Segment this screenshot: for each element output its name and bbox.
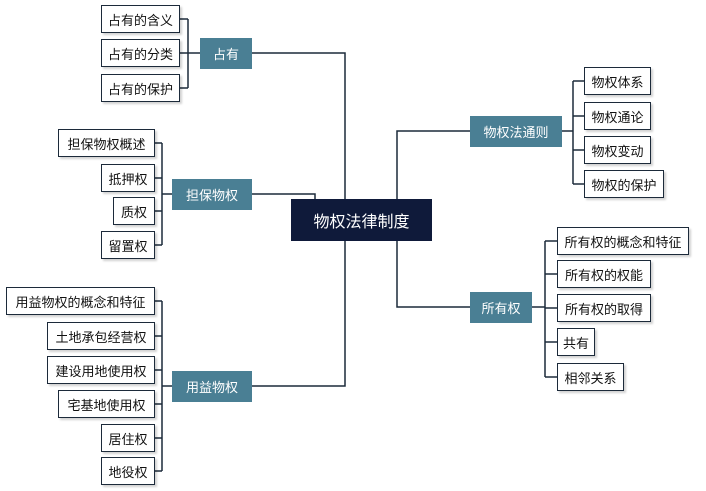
branch-yongyi-wuquan: 用益物权: [172, 371, 252, 402]
leaf-wuquan-tixi: 物权体系: [584, 67, 651, 95]
leaf-suoyou-gainian: 所有权的概念和特征: [557, 227, 689, 255]
leaf-zhiquan: 质权: [113, 197, 155, 225]
leaf-diyiquan: 地役权: [101, 457, 155, 485]
root-node: 物权法律制度: [291, 199, 432, 241]
leaf-wuquan-biandong: 物权变动: [584, 136, 651, 164]
leaf-wuquan-tonglun: 物权通论: [584, 102, 651, 130]
leaf-juzhuquan: 居住权: [101, 424, 155, 452]
leaf-suoyou-qude: 所有权的取得: [557, 294, 651, 322]
leaf-yongyi-gainian: 用益物权的概念和特征: [6, 287, 155, 315]
leaf-suoyou-quanneng: 所有权的权能: [557, 260, 651, 288]
branch-danbao-wuquan: 担保物权: [172, 179, 252, 210]
leaf-zhanyou-fenlei: 占有的分类: [101, 39, 180, 67]
leaf-diyaquan: 抵押权: [101, 164, 155, 192]
leaf-zhaijidi: 宅基地使用权: [58, 390, 155, 418]
leaf-xianglin-guanxi: 相邻关系: [557, 363, 624, 391]
leaf-liuzhiquan: 留置权: [101, 231, 155, 259]
connector-root-zhanyou: [252, 52, 346, 221]
leaf-tudi-chengbao: 土地承包经营权: [47, 322, 155, 350]
leaf-wuquan-baohu: 物权的保护: [584, 170, 664, 198]
branch-suoyouquan: 所有权: [470, 292, 532, 323]
branch-wuquanfa-tongze: 物权法通则: [470, 116, 562, 147]
leaf-jianshe-yongdi: 建设用地使用权: [47, 356, 155, 384]
leaf-zhanyou-hanyi: 占有的含义: [101, 5, 180, 33]
branch-zhanyou: 占有: [200, 38, 252, 69]
connector-root-yongyi: [252, 219, 346, 387]
leaf-danbao-gaishu: 担保物权概述: [58, 129, 155, 157]
leaf-zhanyou-baohu: 占有的保护: [101, 74, 180, 102]
leaf-gongyou: 共有: [557, 328, 595, 356]
